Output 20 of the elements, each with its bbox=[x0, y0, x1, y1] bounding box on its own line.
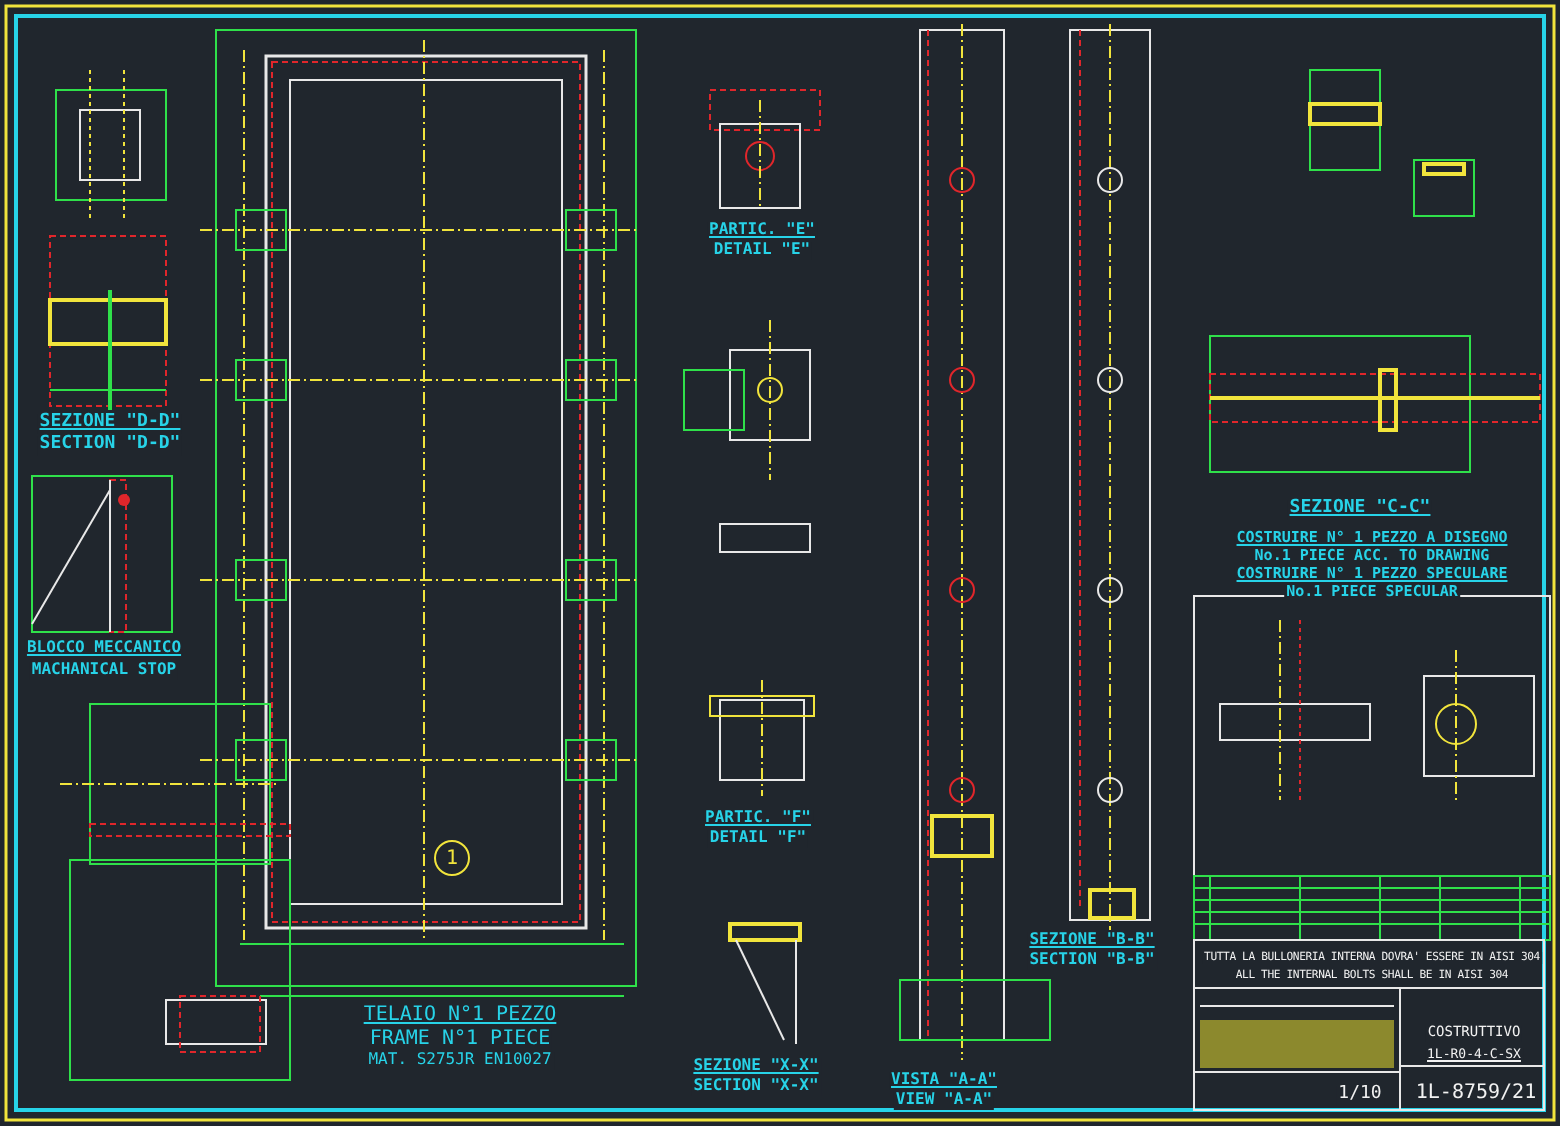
view-title: SEZIONE "B-B" bbox=[1027, 932, 1157, 950]
note-text: 1/10 bbox=[1336, 1086, 1384, 1106]
view-title: DETAIL "E" bbox=[711, 242, 813, 260]
view-title: BLOCCO MECCANICO bbox=[24, 640, 184, 658]
note-text: 1L-8759/21 bbox=[1413, 1082, 1539, 1104]
view-title: SEZIONE "X-X" bbox=[691, 1058, 821, 1076]
view-title: MAT. S275JR EN10027 bbox=[366, 1052, 554, 1070]
view-title: TELAIO N°1 PEZZO bbox=[361, 1004, 559, 1026]
view-title: PARTIC. "E" bbox=[707, 222, 817, 240]
view-title: VIEW "A-A" bbox=[893, 1092, 995, 1110]
view-title: PARTIC. "F" bbox=[703, 810, 813, 828]
view-title: SECTION "B-B" bbox=[1027, 952, 1157, 970]
view-title: VISTA "A-A" bbox=[889, 1072, 999, 1090]
view-title: MACHANICAL STOP bbox=[29, 662, 179, 680]
view-title: SEZIONE "C-C" bbox=[1287, 500, 1433, 520]
view-title: SEZIONE "D-D" bbox=[37, 414, 183, 434]
view-title: SECTION "X-X" bbox=[691, 1078, 821, 1096]
callout-number: 1 bbox=[434, 840, 470, 876]
view-title: DETAIL "F" bbox=[707, 830, 809, 848]
view-title: FRAME N°1 PIECE bbox=[367, 1028, 553, 1050]
